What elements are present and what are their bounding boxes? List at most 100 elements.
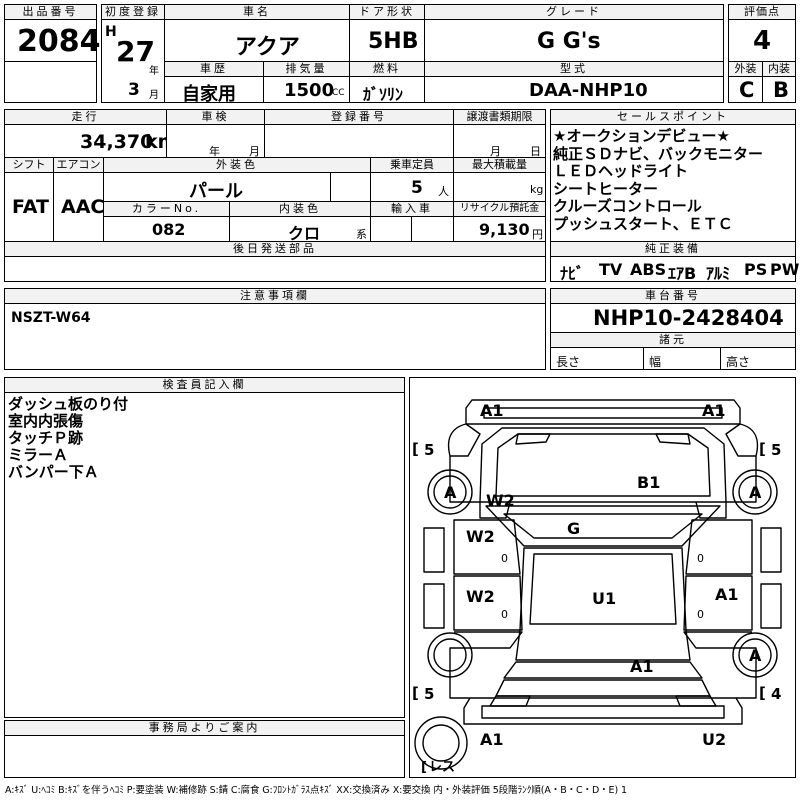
mark-trunk: A1 — [630, 657, 654, 676]
sales-point-label: セールスポイント — [550, 109, 796, 125]
wheel-fr-inner — [738, 475, 772, 509]
history: 自家用 — [182, 84, 236, 105]
caution-label: 注意事項欄 — [4, 288, 546, 304]
rear-bumper-inner — [481, 705, 725, 719]
first-reg-label: 初度登録 — [101, 4, 165, 20]
left-rear-quarter — [449, 631, 523, 699]
wheel-fl — [427, 469, 473, 515]
zero-mark-fr: 0 — [697, 552, 704, 565]
later-parts-label: 後日発送部品 — [4, 241, 546, 257]
mark-roof: U1 — [592, 589, 616, 608]
car-name-label: 車名 — [164, 4, 350, 20]
spare-bracket: [ — [421, 760, 427, 775]
mileage-label: 走行 — [4, 109, 167, 125]
capacity-cell: 5 人 — [370, 172, 454, 202]
car-name: アクア — [235, 35, 300, 60]
transfer-cell: 月 日 — [453, 124, 546, 158]
mark-wheel-fl: A — [444, 483, 457, 502]
mark-wheel-rr: A — [749, 646, 762, 665]
front-right-fender — [725, 423, 759, 457]
windshield-inner — [503, 513, 703, 539]
sales-point-line: ★オークションデビュー★ — [553, 127, 730, 145]
wheel-rr — [732, 632, 778, 678]
interior-label: 内装 — [762, 61, 796, 77]
equipment-item: ｴｱB — [668, 264, 697, 283]
windshield — [485, 505, 721, 547]
rear-right-lamp — [675, 695, 717, 707]
height-label: 高さ — [726, 355, 751, 369]
import-label: 輸入車 — [370, 201, 454, 217]
chassis-cell: NHP10-2428404 — [550, 303, 796, 333]
roof — [515, 547, 691, 661]
length-label: 長さ — [556, 355, 581, 369]
right-rear-quarter — [683, 631, 757, 699]
sales-point-line: クルーズコントロール — [553, 197, 702, 215]
shift-label: シフト — [4, 157, 54, 173]
mileage-cell: 34,370 km — [4, 124, 177, 158]
history-label: 車歴 — [164, 61, 264, 77]
spare-tire-label: レス — [429, 760, 455, 775]
year-unit: 年 — [149, 66, 159, 77]
reg-year: 27 — [116, 35, 155, 68]
inspector-cell: ダッシュ板のり付 室内内張傷 タッチＰ跡 ミラーＡ バンパー下Ａ — [4, 392, 405, 718]
right-side-front — [695, 456, 757, 519]
exterior-score: C — [739, 78, 755, 102]
yen-unit: 円 — [532, 228, 543, 241]
ext-color-label: 外装色 — [103, 157, 371, 173]
shift-cell: FAT — [4, 172, 54, 242]
width-cell: 幅 — [643, 347, 721, 370]
kg-unit: kg — [530, 183, 544, 196]
sales-point-line: シートヒーター — [553, 179, 659, 198]
transfer-month-unit: 月 — [490, 145, 501, 158]
load-cell: kg — [453, 172, 546, 202]
ac: AAC — [61, 196, 105, 218]
interior-cell: B — [762, 76, 796, 103]
inspector-label: 検査員記入欄 — [4, 377, 405, 393]
grade: G G's — [537, 29, 601, 54]
mark-glass: G — [567, 519, 580, 538]
recycle-cell: 9,130 円 — [453, 216, 546, 242]
length-cell: 長さ — [550, 347, 644, 370]
recycle-label: リサイクル預託金 — [453, 201, 546, 217]
person-unit: 人 — [438, 185, 449, 198]
tire-rr: 4 — [771, 685, 781, 703]
tire-bracket-fl: [ — [412, 440, 419, 458]
wheel-fr — [732, 469, 778, 515]
int-color-label: 内装色 — [229, 201, 371, 217]
interior-score: B — [773, 78, 790, 102]
import-cell-a — [370, 216, 412, 242]
equipment-item: ﾅﾋﾞ — [560, 264, 585, 283]
ext-color: パール — [189, 181, 243, 202]
tire-bracket-fr: [ — [759, 440, 766, 458]
door-cell: 5HB — [349, 19, 425, 62]
car-diagram: A1 A1 B1 W2 G W2 W2 U1 A1 A1 A1 U2 A A A… — [412, 399, 782, 775]
displacement-cell: 1500 CC — [263, 76, 350, 103]
ext-color-sub — [330, 172, 371, 202]
wheel-rr-inner — [738, 638, 772, 672]
reg-month: 3 — [128, 80, 140, 100]
color-no-cell: 082 — [103, 216, 230, 242]
ac-label: エアコン — [53, 157, 104, 173]
equipment-item: ABS — [630, 260, 667, 279]
left-front-door — [453, 519, 521, 575]
equipment-item: PS — [744, 260, 768, 279]
exterior-label: 外装 — [728, 61, 763, 77]
reg-no-cell — [264, 124, 454, 158]
tire-fr: 5 — [771, 441, 781, 459]
car-diagram-frame: A1 A1 B1 W2 G W2 W2 U1 A1 A1 A1 U2 A A A… — [409, 377, 796, 778]
equipment-item: ｱﾙﾐ — [706, 264, 731, 283]
spare-tire — [414, 716, 468, 770]
mark-bonnet: B1 — [637, 473, 660, 492]
car-name-cell: アクア — [164, 19, 350, 62]
history-cell: 自家用 — [164, 76, 264, 105]
capacity-label: 乗車定員 — [370, 157, 454, 173]
fuel-label: 燃料 — [349, 61, 425, 77]
inspector-line: ミラーＡ — [8, 446, 69, 464]
wheel-fl-inner — [433, 475, 467, 509]
transfer-day-unit: 日 — [530, 145, 541, 158]
right-mirror-box-lower — [760, 583, 782, 629]
specs-label: 諸元 — [550, 332, 796, 348]
displacement: 1500 — [284, 80, 335, 101]
ext-color-cell: パール — [103, 172, 331, 202]
mileage: 34,370 — [80, 131, 154, 153]
